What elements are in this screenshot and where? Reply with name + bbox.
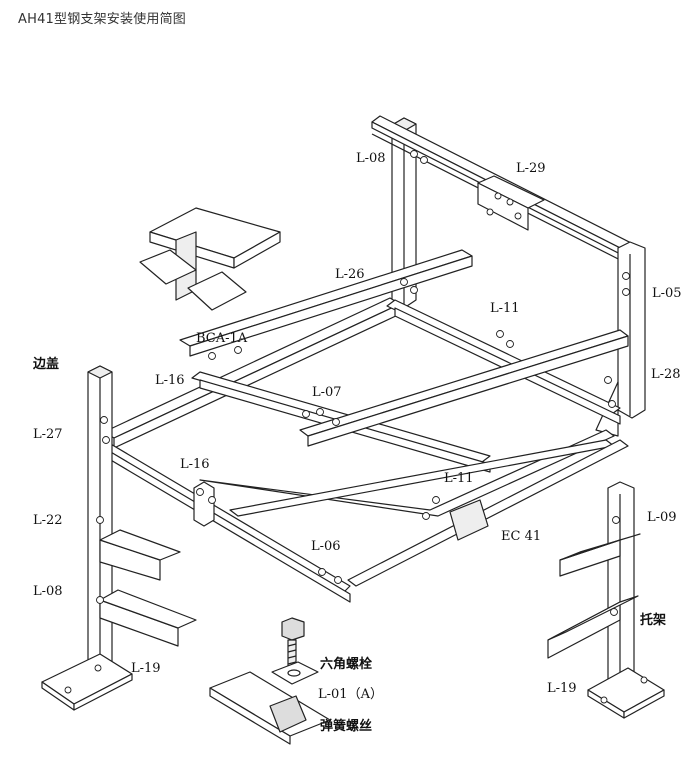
label-l07: L-07 bbox=[312, 385, 342, 400]
label-l05: L-05 bbox=[652, 286, 682, 301]
label-l26: L-26 bbox=[335, 267, 365, 282]
label-tuojia: 托架 bbox=[640, 613, 667, 628]
label-l27: L-27 bbox=[33, 427, 63, 442]
label-ec41: EC 41 bbox=[501, 529, 542, 544]
label-l16-mid: L-16 bbox=[180, 457, 210, 472]
label-l19-left: L-19 bbox=[131, 661, 161, 676]
label-l11-mid: L-11 bbox=[444, 471, 474, 486]
bca-1a-clamp bbox=[139, 207, 281, 311]
label-l06: L-06 bbox=[311, 539, 341, 554]
label-spring-nut: 弹簧螺丝 bbox=[320, 719, 373, 734]
label-l08-top: L-08 bbox=[356, 151, 386, 166]
rear-portal-frame bbox=[371, 115, 646, 437]
label-biangai: 边盖 bbox=[33, 357, 60, 372]
label-l09: L-09 bbox=[647, 510, 677, 525]
label-l16-top: L-16 bbox=[155, 373, 185, 388]
label-bca-1a: BCA-1A bbox=[196, 331, 248, 346]
label-l11-top: L-11 bbox=[490, 301, 520, 316]
label-l29: L-29 bbox=[516, 161, 546, 176]
label-l01a: L-01（A） bbox=[318, 687, 383, 702]
front-column bbox=[193, 481, 215, 527]
grid-beams bbox=[95, 249, 629, 603]
bolt-detail bbox=[209, 617, 331, 745]
label-l28: L-28 bbox=[651, 367, 681, 382]
label-hex-bolt: 六角螺栓 bbox=[320, 657, 373, 672]
left-column-assembly bbox=[41, 365, 197, 711]
label-l19-right: L-19 bbox=[547, 681, 577, 696]
bolt-heads bbox=[64, 150, 648, 704]
label-l22: L-22 bbox=[33, 513, 63, 528]
page-title: AH41型钢支架安装使用简图 bbox=[18, 12, 187, 27]
label-l08-low: L-08 bbox=[33, 584, 63, 599]
